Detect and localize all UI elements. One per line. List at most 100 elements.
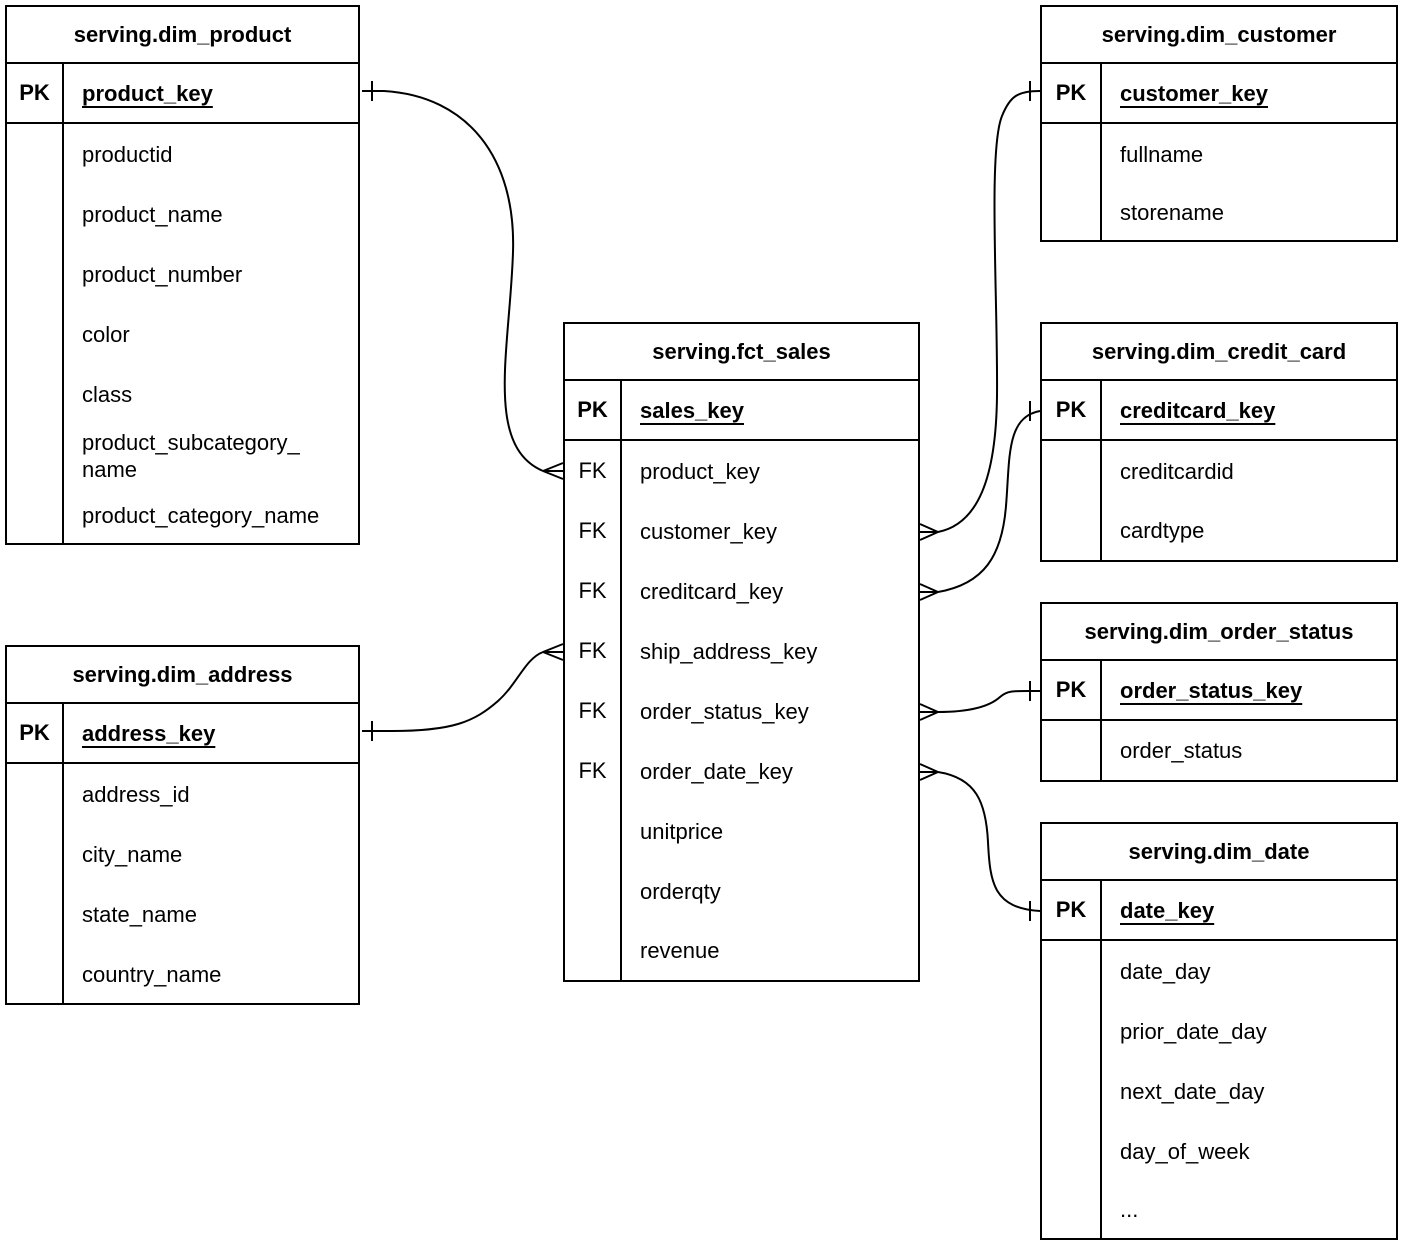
table-dim-product: serving.dim_product PK product_key produ… xyxy=(5,5,360,545)
pk-row: PK creditcard_key xyxy=(1042,381,1396,441)
field-name: storename xyxy=(1120,199,1224,225)
field-row: prior_date_day xyxy=(1042,1001,1396,1061)
pk-row: PK customer_key xyxy=(1042,64,1396,124)
pk-field-name: product_key xyxy=(82,80,213,106)
table-dim-customer: serving.dim_customer PK customer_key ful… xyxy=(1040,5,1398,242)
pk-field-name: sales_key xyxy=(640,397,744,423)
field-name: creditcard_key xyxy=(640,578,784,604)
field-name: fullname xyxy=(1120,141,1204,167)
field-name: order_status xyxy=(1120,738,1243,763)
field-row: class xyxy=(7,364,358,424)
field-row: cardtype xyxy=(1042,501,1396,560)
field-name: state_name xyxy=(82,901,197,927)
relationship-customer xyxy=(919,81,1041,541)
field-name: product_name xyxy=(82,201,223,227)
field-row: next_date_day xyxy=(1042,1061,1396,1121)
relationship-creditcard xyxy=(919,401,1041,601)
field-name: orderqty xyxy=(640,878,721,904)
field-row: FK product_key xyxy=(565,441,918,501)
table-title: serving.fct_sales xyxy=(565,324,918,381)
fk-tag: FK xyxy=(565,741,622,801)
field-row: color xyxy=(7,304,358,364)
field-name: city_name xyxy=(82,841,183,867)
pk-tag: PK xyxy=(1042,381,1102,439)
fk-tag: FK xyxy=(565,681,622,741)
field-name: date_day xyxy=(1120,958,1211,984)
field-name: order_date_key xyxy=(640,758,793,784)
field-name: ship_address_key xyxy=(640,638,818,664)
table-dim-order-status: serving.dim_order_status PK order_status… xyxy=(1040,602,1398,782)
field-name: productid xyxy=(82,141,173,167)
relationship-order-date xyxy=(919,763,1041,921)
fk-tag: FK xyxy=(565,561,622,621)
field-row: city_name xyxy=(7,824,358,884)
field-row: FK order_status_key xyxy=(565,681,918,741)
fk-tag: FK xyxy=(565,441,622,501)
pk-field-name: address_key xyxy=(82,720,216,746)
field-name: order_status_key xyxy=(640,698,809,724)
field-name: creditcardid xyxy=(1120,458,1234,484)
field-row: FK order_date_key xyxy=(565,741,918,801)
field-row: day_of_week xyxy=(1042,1121,1396,1181)
pk-row: PK product_key xyxy=(7,64,358,124)
table-title: serving.dim_address xyxy=(7,647,358,704)
pk-tag: PK xyxy=(1042,661,1102,719)
field-row: creditcardid xyxy=(1042,441,1396,501)
table-dim-credit-card: serving.dim_credit_card PK creditcard_ke… xyxy=(1040,322,1398,562)
pk-field-name: customer_key xyxy=(1120,80,1268,106)
field-name: product_key xyxy=(640,458,760,484)
table-dim-date: serving.dim_date PK date_key date_day pr… xyxy=(1040,822,1398,1240)
table-title: serving.dim_product xyxy=(7,7,358,64)
relationship-order-status xyxy=(919,681,1041,721)
field-row: state_name xyxy=(7,884,358,944)
field-row: revenue xyxy=(565,921,918,980)
table-title: serving.dim_date xyxy=(1042,824,1396,881)
field-row: order_status xyxy=(1042,721,1396,780)
field-row: ... xyxy=(1042,1181,1396,1238)
table-fct-sales: serving.fct_sales PK sales_key FK produc… xyxy=(563,322,920,982)
field-row: product_category_name xyxy=(7,488,358,543)
field-row: productid xyxy=(7,124,358,184)
field-name: product_category_name xyxy=(82,503,320,528)
field-name: prior_date_day xyxy=(1120,1018,1267,1044)
table-title: serving.dim_customer xyxy=(1042,7,1396,64)
field-name: next_date_day xyxy=(1120,1078,1265,1104)
field-name: product_subcategory_ name xyxy=(82,430,300,482)
field-name: product_number xyxy=(82,261,243,287)
field-row: date_day xyxy=(1042,941,1396,1001)
field-row: FK creditcard_key xyxy=(565,561,918,621)
field-name: class xyxy=(82,381,133,407)
field-name: day_of_week xyxy=(1120,1138,1250,1164)
relationship-ship-address xyxy=(362,643,564,741)
field-row: orderqty xyxy=(565,861,918,921)
field-row: storename xyxy=(1042,184,1396,240)
field-name: address_id xyxy=(82,781,190,807)
field-row: product_number xyxy=(7,244,358,304)
fk-tag: FK xyxy=(565,621,622,681)
field-row: product_name xyxy=(7,184,358,244)
pk-row: PK date_key xyxy=(1042,881,1396,941)
field-name: customer_key xyxy=(640,518,777,544)
pk-field-name: creditcard_key xyxy=(1120,397,1276,423)
pk-field-name: order_status_key xyxy=(1120,677,1303,703)
field-name: cardtype xyxy=(1120,518,1205,543)
field-row: country_name xyxy=(7,944,358,1004)
field-row: FK ship_address_key xyxy=(565,621,918,681)
pk-row: PK address_key xyxy=(7,704,358,764)
pk-row: PK order_status_key xyxy=(1042,661,1396,721)
table-title: serving.dim_credit_card xyxy=(1042,324,1396,381)
pk-row: PK sales_key xyxy=(565,381,918,441)
field-row: product_subcategory_ name xyxy=(7,424,358,488)
pk-tag: PK xyxy=(7,64,64,122)
table-title: serving.dim_order_status xyxy=(1042,604,1396,661)
pk-tag: PK xyxy=(7,704,64,762)
pk-tag: PK xyxy=(565,381,622,439)
field-name: color xyxy=(82,321,130,347)
field-row: address_id xyxy=(7,764,358,824)
field-row: FK customer_key xyxy=(565,501,918,561)
field-name: ... xyxy=(1120,1197,1139,1222)
pk-field-name: date_key xyxy=(1120,897,1215,923)
pk-tag: PK xyxy=(1042,881,1102,939)
field-row: fullname xyxy=(1042,124,1396,184)
